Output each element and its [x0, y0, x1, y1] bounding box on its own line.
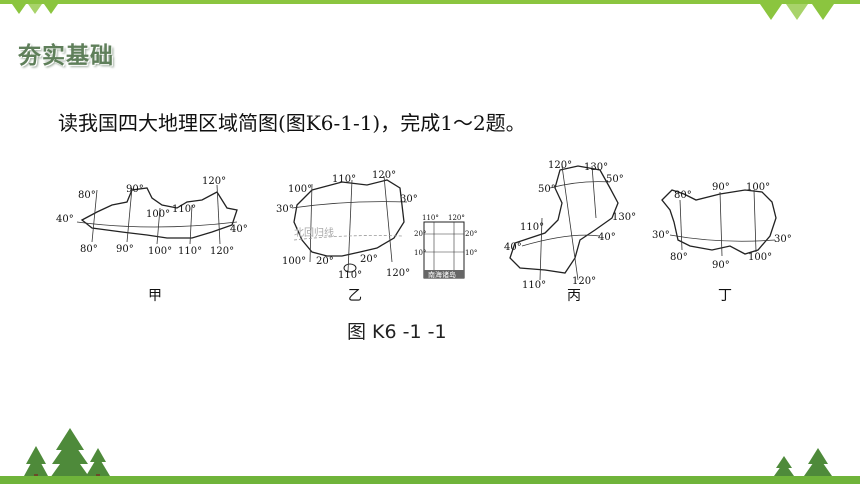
label: 80°	[670, 252, 688, 263]
label: 120°	[548, 160, 572, 171]
label: 40°	[598, 232, 616, 243]
label: 110°	[178, 246, 202, 257]
map-ding: 80° 90° 100° 30° 30° 80° 90° 100°	[650, 180, 810, 274]
meridian-120	[216, 184, 221, 245]
section-heading: 夯实基础	[18, 43, 114, 69]
label: 90°	[126, 184, 144, 195]
parallel-30	[291, 201, 408, 209]
meridian-90	[126, 187, 133, 243]
tropic-line	[293, 235, 403, 241]
label: 110°	[338, 270, 362, 281]
svg-text:10°: 10°	[414, 249, 426, 257]
inset-label: 南海诸岛	[428, 270, 456, 279]
tree-cluster-right-icon	[774, 448, 832, 476]
label: 100°	[146, 209, 170, 220]
label: 110°	[522, 280, 546, 291]
label: 110°	[520, 222, 544, 233]
label: 30°	[774, 234, 792, 245]
label: 30°	[400, 194, 418, 205]
label: 100°	[748, 252, 772, 263]
parallel-40	[76, 221, 238, 228]
meridian-120	[383, 175, 393, 263]
label: 120°	[210, 246, 234, 257]
label: 100°	[282, 256, 306, 267]
meridian-100	[309, 183, 313, 263]
caption-bing: 丙	[567, 288, 581, 304]
tropic-label: 北回归线	[294, 226, 334, 239]
svg-text:10°: 10°	[465, 249, 477, 257]
figure-title: 图 K6 -1 -1	[347, 321, 447, 343]
map-jia: 80° 90° 100° 110° 120° 40° 40° 80° 90° 1…	[52, 170, 252, 274]
map-bing: 120° 130° 50° 50° 130° 110° 40° 40° 120°…	[500, 158, 650, 292]
label: 110°	[332, 174, 356, 185]
label: 90°	[712, 182, 730, 193]
tree-cluster-left-icon	[24, 428, 110, 480]
label: 100°	[746, 182, 770, 193]
label: 130°	[584, 162, 608, 173]
label: 120°	[372, 170, 396, 181]
top-left-triangles-icon	[12, 4, 58, 14]
region-jia-outline	[80, 187, 238, 239]
svg-text:20°: 20°	[465, 230, 477, 238]
region-ding-outline	[661, 189, 777, 255]
meridian-100	[156, 207, 161, 245]
label: 50°	[538, 184, 556, 195]
meridian-100	[753, 189, 757, 253]
hainan-island	[343, 263, 357, 273]
label: 120°	[202, 176, 226, 187]
label: 80°	[80, 244, 98, 255]
label: 130°	[612, 212, 636, 223]
bottom-accent-bar	[0, 476, 860, 484]
label: 80°	[78, 190, 96, 201]
meridian-110	[539, 217, 543, 281]
label: 20°	[360, 254, 378, 265]
label: 40°	[230, 224, 248, 235]
label: 120°	[572, 276, 596, 287]
map-yi: 110° 120° 100° 30° 30° 北回归线 100° 20° 20°…	[272, 160, 492, 284]
inset-frame	[423, 221, 465, 279]
top-accent-bar	[0, 0, 860, 4]
parallel-30	[669, 234, 776, 242]
caption-ding: 丁	[718, 288, 732, 304]
label: 30°	[652, 230, 670, 241]
caption-jia: 甲	[148, 288, 162, 304]
meridian-110	[347, 179, 353, 273]
label: 50°	[606, 174, 624, 185]
meridian-130	[591, 165, 597, 219]
label: 90°	[116, 244, 134, 255]
meridian-80	[679, 199, 683, 251]
label: 90°	[712, 260, 730, 271]
label: 30°	[276, 204, 294, 215]
inset-label-bg	[424, 270, 464, 278]
svg-text:20°: 20°	[414, 230, 426, 238]
label: 20°	[316, 256, 334, 267]
meridian-110	[189, 204, 193, 245]
svg-text:110°: 110°	[422, 214, 439, 222]
caption-yi: 乙	[348, 288, 362, 304]
label: 100°	[288, 184, 312, 195]
label: 80°	[674, 190, 692, 201]
label: 120°	[386, 268, 410, 279]
parallel-40	[521, 234, 601, 247]
region-bing-outline	[509, 165, 619, 274]
svg-text:120°: 120°	[448, 214, 465, 222]
meridian-80	[91, 189, 98, 243]
meridian-90	[719, 191, 723, 257]
parallel-50	[549, 181, 611, 189]
region-yi-outline	[293, 179, 405, 257]
label: 40°	[56, 214, 74, 225]
question-text: 读我国四大地理区域简图(图K6-1-1)，完成1～2题。	[58, 111, 526, 135]
top-right-triangles-icon	[760, 4, 834, 20]
label: 110°	[172, 204, 196, 215]
label: 100°	[148, 246, 172, 257]
label: 40°	[504, 242, 522, 253]
